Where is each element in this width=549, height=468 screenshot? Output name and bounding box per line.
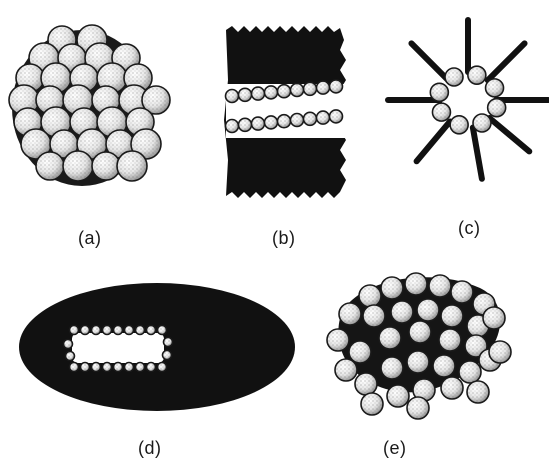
panel-c-sphere: [430, 83, 448, 101]
panel-c-spoke: [488, 43, 525, 80]
panel-e-sphere: [381, 357, 403, 379]
panel-d-sphere: [136, 326, 145, 335]
panel-d-sphere: [136, 363, 145, 372]
panel-e-sphere: [339, 303, 361, 325]
panel-d-ellipse-with-cavity: [19, 283, 295, 411]
panel-e-sphere: [407, 397, 429, 419]
panel-c-spoke: [411, 43, 448, 80]
panel-b-sphere-bottom: [252, 117, 265, 130]
panel-c-sphere: [488, 99, 506, 117]
panel-e-sphere: [405, 273, 427, 295]
panel-c-spoke: [417, 121, 450, 161]
panel-e-sphere: [335, 359, 357, 381]
panel-e-sphere: [489, 341, 511, 363]
panel-d-sphere: [103, 326, 112, 335]
panel-d-sphere: [158, 363, 167, 372]
panel-b-sphere-top: [304, 82, 317, 95]
panel-a-sphere: [63, 151, 93, 181]
panel-b-sphere-bottom: [226, 120, 239, 133]
panel-e-caption: (e): [383, 438, 407, 459]
panel-e-sphere: [391, 301, 413, 323]
panel-d-sphere: [81, 363, 90, 372]
panel-d-sphere: [92, 363, 101, 372]
panel-b-caption: (b): [272, 228, 296, 249]
panel-d-cavity: [72, 333, 164, 363]
panel-a-sphere: [117, 151, 147, 181]
panel-c-sphere: [486, 79, 504, 97]
panel-d-sphere: [147, 363, 156, 372]
panel-e-sphere: [379, 327, 401, 349]
panel-e-sphere: [417, 299, 439, 321]
panel-d-sphere: [66, 352, 75, 361]
panel-d-sphere: [163, 351, 172, 360]
panel-e-sphere: [441, 305, 463, 327]
panel-b-sphere-top: [278, 85, 291, 98]
panel-e-sphere: [439, 329, 461, 351]
panel-d-sphere: [147, 326, 156, 335]
panel-c-sphere: [445, 68, 463, 86]
panel-a-particle-cluster: [9, 25, 170, 186]
panel-c-sphere: [468, 66, 486, 84]
panel-c-spoke: [489, 118, 529, 151]
panel-e-sphere: [355, 373, 377, 395]
panel-c-caption: (c): [458, 218, 481, 239]
panel-d-sphere: [64, 340, 73, 349]
panel-d-caption: (d): [138, 438, 162, 459]
panel-b-sphere-bottom: [265, 116, 278, 129]
panel-e-sphere: [467, 381, 489, 403]
panel-b-sphere-bottom: [278, 115, 291, 128]
panel-c-spoke: [473, 128, 482, 179]
panel-e-sphere: [451, 281, 473, 303]
panel-b-sphere-bottom: [304, 112, 317, 125]
panel-a-sphere: [36, 152, 64, 180]
panel-b-sphere-top: [265, 86, 278, 99]
panel-c-ring-with-spokes: [388, 20, 548, 179]
panel-d-sphere: [103, 363, 112, 372]
panel-d-sphere: [125, 326, 134, 335]
panel-b-sphere-bottom: [291, 114, 304, 127]
panel-b-sphere-bottom: [239, 118, 252, 131]
panel-b-sphere-bottom: [317, 111, 330, 124]
panel-e-sphere: [381, 277, 403, 299]
panel-c-sphere: [473, 114, 491, 132]
panel-d-sphere: [92, 326, 101, 335]
panel-d-sphere: [81, 326, 90, 335]
panel-e-sphere: [429, 275, 451, 297]
panel-d-sphere: [114, 326, 123, 335]
panel-e-sphere: [441, 377, 463, 399]
panel-e-sphere: [349, 341, 371, 363]
panel-e-sphere: [361, 393, 383, 415]
panel-e-sphere: [433, 355, 455, 377]
panel-e-sphere: [359, 285, 381, 307]
panel-e-sphere: [409, 321, 431, 343]
panel-e-multilayer-aggregate: [327, 273, 511, 419]
panel-d-sphere: [164, 338, 173, 347]
panel-a-caption: (a): [78, 228, 102, 249]
panel-e-sphere: [387, 385, 409, 407]
panel-a-sphere: [92, 152, 120, 180]
panel-b-sphere-top: [291, 84, 304, 97]
panel-d-sphere: [158, 326, 167, 335]
panel-b-sphere-top: [317, 81, 330, 94]
panel-b-sphere-top: [330, 80, 343, 93]
panel-e-sphere: [459, 361, 481, 383]
panel-d-sphere: [70, 326, 79, 335]
panel-c-sphere: [450, 116, 468, 134]
panel-e-sphere: [407, 351, 429, 373]
panel-e-sphere: [327, 329, 349, 351]
panel-e-sphere: [363, 305, 385, 327]
panel-b-sphere-top: [239, 88, 252, 101]
panel-d-sphere: [70, 363, 79, 372]
panel-c-sphere: [432, 103, 450, 121]
panel-b-sphere-top: [252, 87, 265, 100]
panel-d-sphere: [125, 363, 134, 372]
panel-d-sphere: [114, 363, 123, 372]
panel-e-sphere: [483, 307, 505, 329]
panel-b-sphere-bottom: [330, 110, 343, 123]
panel-b-sphere-top: [226, 90, 239, 103]
panel-b-slab-with-bilayer: [224, 26, 348, 198]
